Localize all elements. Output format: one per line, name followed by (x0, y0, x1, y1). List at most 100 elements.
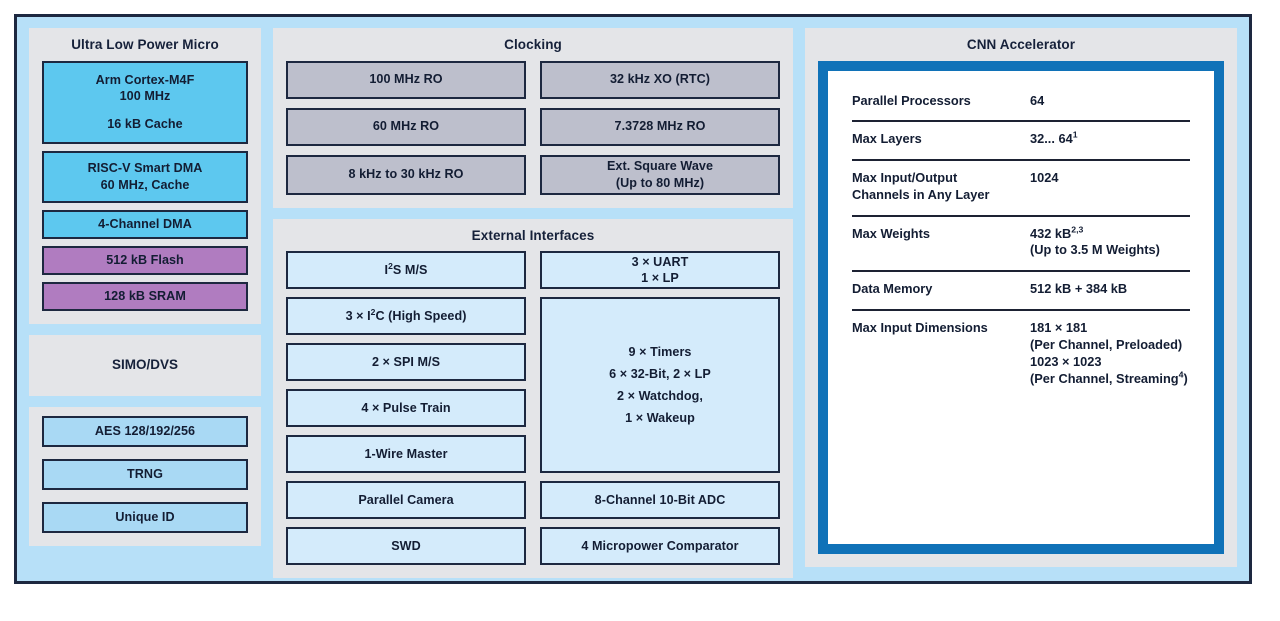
external-interfaces-body: I2S M/S 3 × I2C (High Speed) 2 × SPI M/S… (286, 251, 780, 566)
cortex-line-2: 100 MHz (119, 88, 171, 103)
block-128kb-sram[interactable]: 128 kB SRAM (42, 281, 248, 311)
block-risc-v-smart-dma[interactable]: RISC-V Smart DMA 60 MHz, Cache (42, 150, 248, 203)
clk-60mhz-label: 60 MHz RO (372, 119, 440, 134)
comparator-label: 4 Micropower Comparator (581, 538, 739, 553)
cnn-label-max-layers: Max Layers (852, 131, 922, 147)
panel-security: AES 128/192/256 TRNG Unique ID (29, 406, 261, 546)
cnn-value-data-memory: 512 kB + 384 kB (1030, 281, 1190, 298)
cnn-value-line: (Up to 3.5 M Weights) (1030, 242, 1160, 258)
block-60mhz-ro[interactable]: 60 MHz RO (286, 107, 526, 146)
unique-id-label: Unique ID (115, 509, 175, 524)
block-i2s-ms[interactable]: I2S M/S (286, 251, 526, 290)
adc-label: 8-Channel 10-Bit ADC (594, 492, 726, 507)
cortex-line-3: 16 kB Cache (107, 117, 183, 132)
block-trng[interactable]: TRNG (42, 458, 248, 490)
uart-line-2: 1 × LP (641, 271, 679, 286)
cnn-value-line: 432 kB2,3 (1030, 224, 1084, 241)
flash-label: 512 kB Flash (106, 252, 184, 267)
table-row: Parallel Processors 64 (852, 91, 1190, 123)
cnn-value-line: 64 (1030, 92, 1045, 108)
riscv-line-1: RISC-V Smart DMA (87, 161, 203, 176)
cnn-value-max-weights: 432 kB2,3 (Up to 3.5 M Weights) (1030, 224, 1190, 260)
interfaces-left-column: I2S M/S 3 × I2C (High Speed) 2 × SPI M/S… (286, 251, 526, 566)
block-100mhz-ro[interactable]: 100 MHz RO (286, 60, 526, 99)
clk-100mhz-label: 100 MHz RO (369, 72, 443, 87)
block-swd[interactable]: SWD (286, 527, 526, 566)
spi-label: 2 × SPI M/S (371, 354, 441, 369)
block-ext-square-wave[interactable]: Ext. Square Wave (Up to 80 MHz) (540, 154, 780, 195)
cnn-spec-table: Parallel Processors 64 Max Layers 32... … (828, 70, 1214, 544)
block-1-wire-master[interactable]: 1-Wire Master (286, 435, 526, 474)
timers-line-3: 2 × Watchdog, (617, 389, 703, 404)
panel-title-clocking: Clocking (504, 37, 562, 52)
aes-label: AES 128/192/256 (94, 423, 196, 438)
block-arm-cortex-m4f[interactable]: Arm Cortex-M4F 100 MHz 16 kB Cache (42, 60, 248, 144)
panel-title-simo-dvs: SIMO/DVS (111, 356, 178, 372)
cnn-label-parallel-processors: Parallel Processors (852, 92, 971, 108)
block-unique-id[interactable]: Unique ID (42, 501, 248, 533)
panel-ultra-low-power-micro: Ultra Low Power Micro Arm Cortex-M4F 100… (29, 28, 261, 324)
ulp-block-stack: Arm Cortex-M4F 100 MHz 16 kB Cache RISC-… (42, 60, 248, 311)
parallel-camera-label: Parallel Camera (358, 492, 454, 507)
clk-7p3728-label: 7.3728 MHz RO (614, 119, 706, 134)
block-32khz-xo-rtc[interactable]: 32 kHz XO (RTC) (540, 60, 780, 99)
cnn-value-line: 512 kB + 384 kB (1030, 281, 1128, 297)
left-column: Ultra Low Power Micro Arm Cortex-M4F 100… (29, 28, 261, 567)
block-spi-ms[interactable]: 2 × SPI M/S (286, 343, 526, 382)
panel-cnn-accelerator: CNN Accelerator Parallel Processors 64 M… (805, 28, 1237, 567)
block-4-channel-dma[interactable]: 4-Channel DMA (42, 209, 248, 239)
panel-title-cnn-accelerator: CNN Accelerator (966, 37, 1076, 52)
block-512kb-flash[interactable]: 512 kB Flash (42, 245, 248, 275)
cnn-value-line: 181 × 181 (1030, 320, 1088, 336)
cnn-label-line-1: Max Input/Output (852, 170, 958, 186)
block-timers[interactable]: 9 × Timers 6 × 32-Bit, 2 × LP 2 × Watchd… (540, 297, 780, 474)
pulse-train-label: 4 × Pulse Train (361, 400, 451, 415)
cortex-line-1: Arm Cortex-M4F (95, 72, 195, 87)
panel-simo-dvs: SIMO/DVS (29, 334, 261, 396)
cnn-label-max-input-dimensions: Max Input Dimensions (852, 320, 988, 336)
block-uart[interactable]: 3 × UART 1 × LP (540, 251, 780, 290)
panel-title-external-interfaces: External Interfaces (471, 227, 595, 243)
security-block-stack: AES 128/192/256 TRNG Unique ID (42, 415, 248, 533)
cnn-value-line: 1024 (1030, 170, 1059, 186)
cnn-label-max-io-channels: Max Input/Output Channels in Any Layer (852, 170, 1030, 203)
i2c-label: 3 × I2C (High Speed) (345, 306, 467, 323)
cnn-value-line: (Per Channel, Preloaded) (1030, 337, 1183, 353)
timers-line-2: 6 × 32-Bit, 2 × LP (609, 367, 711, 381)
block-micropower-comparator[interactable]: 4 Micropower Comparator (540, 527, 780, 566)
cnn-value-max-input-dimensions: 181 × 181 (Per Channel, Preloaded) 1023 … (1030, 320, 1190, 388)
clocking-grid: 100 MHz RO 32 kHz XO (RTC) 60 MHz RO 7.3… (286, 60, 780, 195)
cnn-value-max-layers: 32... 641 (1030, 131, 1190, 148)
ext-sq-line-2: (Up to 80 MHz) (615, 175, 705, 190)
block-adc[interactable]: 8-Channel 10-Bit ADC (540, 481, 780, 520)
swd-label: SWD (391, 538, 421, 553)
table-row: Max Layers 32... 641 (852, 122, 1190, 162)
sram-label: 128 kB SRAM (104, 288, 186, 303)
cnn-label-data-memory: Data Memory (852, 281, 933, 297)
cnn-blue-border: Parallel Processors 64 Max Layers 32... … (818, 60, 1224, 554)
panel-clocking: Clocking 100 MHz RO 32 kHz XO (RTC) 60 M… (273, 28, 793, 208)
block-aes[interactable]: AES 128/192/256 (42, 415, 248, 447)
timers-line-1: 9 × Timers (628, 344, 692, 359)
riscv-line-2: 60 MHz, Cache (100, 177, 190, 192)
timers-line-4: 1 × Wakeup (625, 411, 695, 426)
block-i2c-high-speed[interactable]: 3 × I2C (High Speed) (286, 297, 526, 336)
i2s-label: I2S M/S (384, 260, 428, 277)
table-row: Max Input Dimensions 181 × 181 (Per Chan… (852, 311, 1190, 399)
cnn-value-parallel-processors: 64 (1030, 93, 1190, 110)
panel-external-interfaces: External Interfaces I2S M/S 3 × I2C (Hig… (273, 218, 793, 579)
block-parallel-camera[interactable]: Parallel Camera (286, 481, 526, 520)
table-row: Data Memory 512 kB + 384 kB (852, 272, 1190, 312)
interfaces-right-column: 3 × UART 1 × LP 9 × Timers 6 × 32-Bit, 2… (540, 251, 780, 566)
block-8khz-30khz-ro[interactable]: 8 kHz to 30 kHz RO (286, 154, 526, 195)
one-wire-label: 1-Wire Master (364, 446, 448, 461)
cnn-value-line: (Per Channel, Streaming4) (1030, 369, 1188, 386)
trng-label: TRNG (127, 466, 163, 481)
uart-line-1: 3 × UART (631, 254, 689, 269)
block-pulse-train[interactable]: 4 × Pulse Train (286, 389, 526, 428)
dma-label: 4-Channel DMA (98, 216, 192, 231)
block-7p3728mhz-ro[interactable]: 7.3728 MHz RO (540, 107, 780, 146)
cnn-value-max-io-channels: 1024 (1030, 170, 1190, 187)
middle-column: Clocking 100 MHz RO 32 kHz XO (RTC) 60 M… (273, 28, 793, 579)
